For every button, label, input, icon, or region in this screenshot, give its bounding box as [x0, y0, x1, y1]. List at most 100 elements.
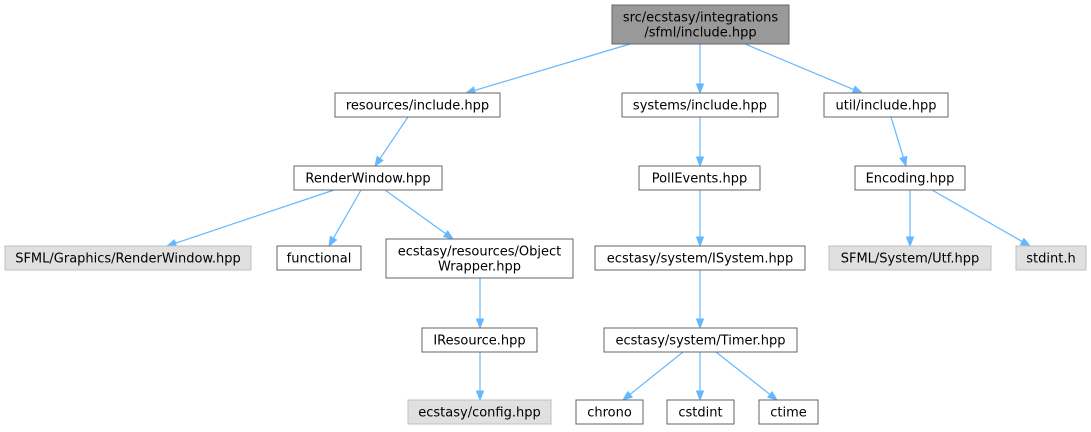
node-timer[interactable]: ecstasy/system/Timer.hpp [603, 327, 798, 353]
edge-util_include-to-encoding [890, 116, 908, 168]
arrowhead-icon [695, 83, 705, 95]
node-box [603, 327, 798, 353]
node-config[interactable]: ecstasy/config.hpp [407, 399, 552, 425]
node-label: ecstasy/system/Timer.hpp [615, 334, 785, 349]
node-label: SFML/System/Utf.hpp [841, 252, 980, 267]
edge-root-to-util_include [744, 43, 864, 94]
node-isystem[interactable]: ecstasy/system/ISystem.hpp [594, 245, 806, 271]
arrowhead-icon [905, 236, 915, 248]
node-encoding[interactable]: Encoding.hpp [854, 165, 966, 191]
edge-iresource-to-config [475, 352, 485, 402]
node-box [611, 4, 790, 45]
node-box [828, 245, 992, 271]
node-label: Encoding.hpp [866, 172, 955, 187]
node-label: util/include.hpp [836, 99, 937, 114]
node-box [385, 238, 574, 279]
node-chrono[interactable]: chrono [575, 399, 644, 425]
node-box [421, 327, 538, 353]
node-label: stdint.h [1026, 252, 1075, 267]
node-box [638, 165, 761, 191]
node-label: IResource.hpp [433, 334, 525, 349]
arrowhead-icon [165, 238, 178, 248]
node-ctime[interactable]: ctime [758, 399, 819, 425]
node-pollevents[interactable]: PollEvents.hpp [638, 165, 761, 191]
node-box [407, 399, 552, 425]
arrowhead-icon [442, 230, 455, 240]
node-cstdint[interactable]: cstdint [666, 399, 735, 425]
node-box [1015, 245, 1087, 271]
node-box [621, 92, 779, 118]
node-renderwindow[interactable]: RenderWindow.hpp [293, 165, 443, 191]
arrowhead-icon [475, 318, 485, 330]
node-label: /sfml/include.hpp [644, 26, 756, 41]
arrowhead-icon [899, 155, 908, 168]
arrowhead-icon [766, 390, 779, 401]
edge-root-to-systems_include [695, 44, 705, 95]
node-root[interactable]: src/ecstasy/integrations/sfml/include.hp… [611, 4, 790, 45]
node-sfml-graphics-rw[interactable]: SFML/Graphics/RenderWindow.hpp [4, 245, 252, 271]
edge-objectwrapper-to-iresource [475, 278, 485, 330]
edges-layer [165, 43, 1032, 402]
node-resources-include[interactable]: resources/include.hpp [334, 92, 501, 118]
node-label: systems/include.hpp [633, 99, 767, 114]
node-box [666, 399, 735, 425]
node-box [293, 165, 443, 191]
edge-line [890, 116, 904, 158]
node-label: src/ecstasy/integrations [623, 11, 779, 26]
arrowhead-icon [695, 390, 705, 402]
node-label: resources/include.hpp [346, 99, 489, 114]
edge-line [931, 189, 1023, 243]
arrowhead-icon [695, 156, 705, 168]
node-box [823, 92, 949, 118]
edge-root-to-resources_include [464, 43, 631, 95]
node-label: functional [287, 252, 352, 267]
node-label: ecstasy/system/ISystem.hpp [607, 252, 793, 267]
arrowhead-icon [851, 85, 864, 94]
edge-line [175, 189, 335, 244]
edge-systems_include-to-pollevents [695, 117, 705, 168]
node-box [594, 245, 806, 271]
edge-line [384, 189, 447, 235]
edge-line [629, 351, 684, 395]
node-label: ecstasy/config.hpp [418, 406, 540, 421]
arrowhead-icon [374, 155, 384, 168]
edge-line [715, 351, 771, 395]
node-label: PollEvents.hpp [652, 172, 747, 187]
node-sfml-utf[interactable]: SFML/System/Utf.hpp [828, 245, 992, 271]
node-box [4, 245, 252, 271]
arrowhead-icon [1019, 237, 1032, 247]
edge-encoding-to-stdint_h [931, 189, 1032, 247]
edge-renderwindow-to-sfml_graphics_rw [165, 189, 335, 248]
node-box [575, 399, 644, 425]
arrowhead-icon [328, 235, 338, 248]
node-util-include[interactable]: util/include.hpp [823, 92, 949, 118]
node-label: chrono [587, 406, 632, 421]
edge-timer-to-ctime [715, 351, 779, 401]
edge-timer-to-chrono [621, 351, 684, 401]
edge-line [332, 189, 362, 239]
edge-line [744, 43, 854, 91]
node-stdint-h[interactable]: stdint.h [1015, 245, 1087, 271]
nodes-layer: src/ecstasy/integrations/sfml/include.hp… [4, 4, 1087, 425]
node-label: Wrapper.hpp [438, 260, 521, 275]
edge-renderwindow-to-objectwrapper [384, 189, 455, 240]
arrowhead-icon [695, 236, 705, 248]
edge-timer-to-cstdint [695, 352, 705, 402]
node-systems-include[interactable]: systems/include.hpp [621, 92, 779, 118]
edge-renderwindow-to-functional [328, 189, 362, 248]
node-box [854, 165, 966, 191]
arrowhead-icon [475, 390, 485, 402]
node-label: RenderWindow.hpp [305, 172, 430, 187]
edge-encoding-to-sfml_utf [905, 190, 915, 248]
node-iresource[interactable]: IResource.hpp [421, 327, 538, 353]
edge-line [474, 43, 631, 91]
node-label: cstdint [678, 406, 722, 421]
node-box [276, 245, 362, 271]
edge-line [379, 116, 409, 159]
node-functional[interactable]: functional [276, 245, 362, 271]
node-box [758, 399, 819, 425]
edge-resources_include-to-renderwindow [374, 116, 409, 168]
node-label: ctime [770, 406, 807, 421]
